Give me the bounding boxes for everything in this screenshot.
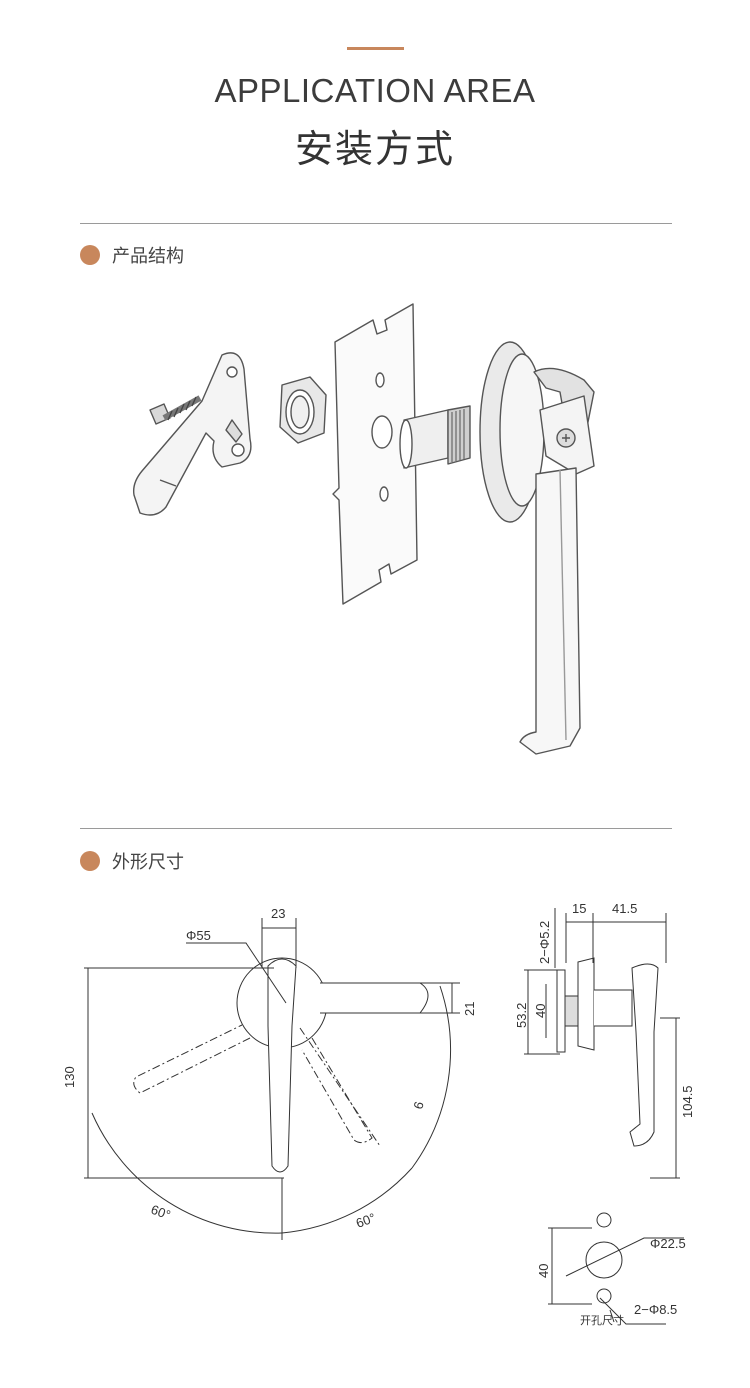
dim-center-hole: Φ22.5 [650,1236,686,1251]
cutout-caption: 开孔尺寸 [580,1313,624,1327]
dim-41-5: 41.5 [612,901,637,916]
bullet-dot [80,851,100,871]
bullet-dot [80,245,100,265]
dim-15: 15 [572,901,586,916]
screw-part [149,395,202,425]
front-view-drawing [84,918,460,1240]
dim-holes: 2−Φ5.2 [537,921,552,964]
dim-53-2: 53.2 [514,1003,529,1028]
page-title-cn: 安装方式 [294,127,455,171]
cam-part [132,352,252,516]
dim-small: 6 [410,1100,426,1111]
hex-nut-part [279,376,327,444]
dim-diameter: Φ55 [186,928,211,943]
divider-top [80,223,672,224]
dim-height-total: 130 [62,1066,77,1088]
section-header-dimensions: 外形尺寸 [80,848,184,874]
section-label-dimensions: 外形尺寸 [112,852,184,873]
dim-offset-right: 21 [462,1002,477,1016]
dim-104-5: 104.5 [680,1085,695,1118]
page-title-en: APPLICATION AREA [214,72,536,109]
handle-assembly-part [399,341,595,755]
dim-angle-left: 60° [149,1202,173,1223]
exploded-view-illustration [132,303,595,755]
dimension-drawing: 23 Φ55 130 21 6 60° 60° 15 41.5 2−Φ5.2 5… [62,901,695,1327]
section-label-structure: 产品结构 [112,246,184,267]
dim-small-holes: 2−Φ8.5 [634,1302,677,1317]
dim-40-side: 40 [533,1004,548,1018]
dim-width-top: 23 [271,906,285,921]
dim-40-cutout: 40 [536,1264,551,1278]
section-header-structure: 产品结构 [80,242,184,268]
divider-middle [80,828,672,829]
side-view-drawing [524,908,680,1179]
cutout-drawing [548,1212,684,1325]
accent-line [347,47,404,50]
dim-angle-right: 60° [354,1210,378,1231]
mounting-plate-part [332,303,418,605]
